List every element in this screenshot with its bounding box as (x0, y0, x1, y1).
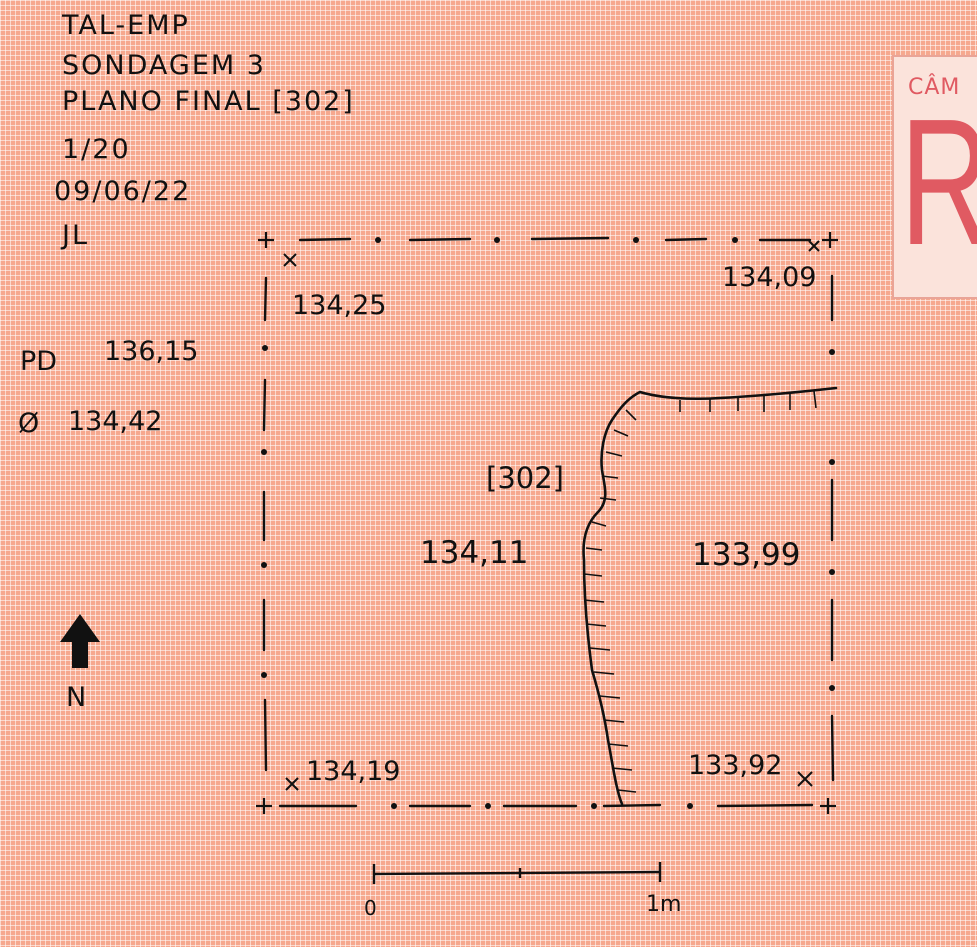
elevation-east-center: 133,99 (692, 537, 801, 573)
trench-edge-west (262, 276, 268, 772)
site-code: TAL-EMP (62, 10, 190, 41)
north-arrow-icon (60, 614, 100, 668)
trench-edge-north (298, 236, 812, 242)
trench-edge-east (830, 274, 835, 782)
elevation-ne: 134,09 (722, 262, 817, 293)
elevation-se: 133,92 (688, 750, 783, 781)
elevation-west-center: 134,11 (420, 535, 529, 571)
pd-label: PD (20, 346, 58, 377)
scalebar-end-label: 1m (646, 892, 682, 917)
trench-edge-south (278, 803, 814, 808)
zero-symbol: Ø (18, 408, 40, 439)
plan-date: 09/06/22 (54, 176, 192, 207)
context-label: [302] (486, 461, 564, 495)
scale-bar (372, 862, 662, 884)
plan-scale: 1/20 (62, 134, 131, 165)
north-label: N (66, 682, 87, 713)
elevation-nw: 134,25 (292, 290, 387, 321)
scalebar-start-label: 0 (364, 896, 377, 920)
corner-pegs (256, 232, 838, 814)
plan-author: JL (62, 220, 90, 251)
cut-302-hachures (583, 390, 817, 793)
trench-name: SONDAGEM 3 (62, 50, 266, 81)
plan-title: PLANO FINAL [302] (62, 86, 355, 117)
stamp-small-text: CÂM (908, 75, 961, 100)
elevation-point-marks (283, 240, 820, 791)
pd-value: 136,15 (104, 336, 199, 367)
north-arrow (60, 614, 100, 668)
cut-302-outline (582, 386, 838, 806)
trench-edge-dots (261, 237, 835, 809)
elevation-sw: 134,19 (306, 756, 401, 787)
stamp-big-text: RE (900, 93, 977, 273)
zero-value: 134,42 (68, 406, 163, 437)
trench-outline (262, 236, 835, 808)
stamp-logo: CÂM RE (892, 55, 977, 299)
